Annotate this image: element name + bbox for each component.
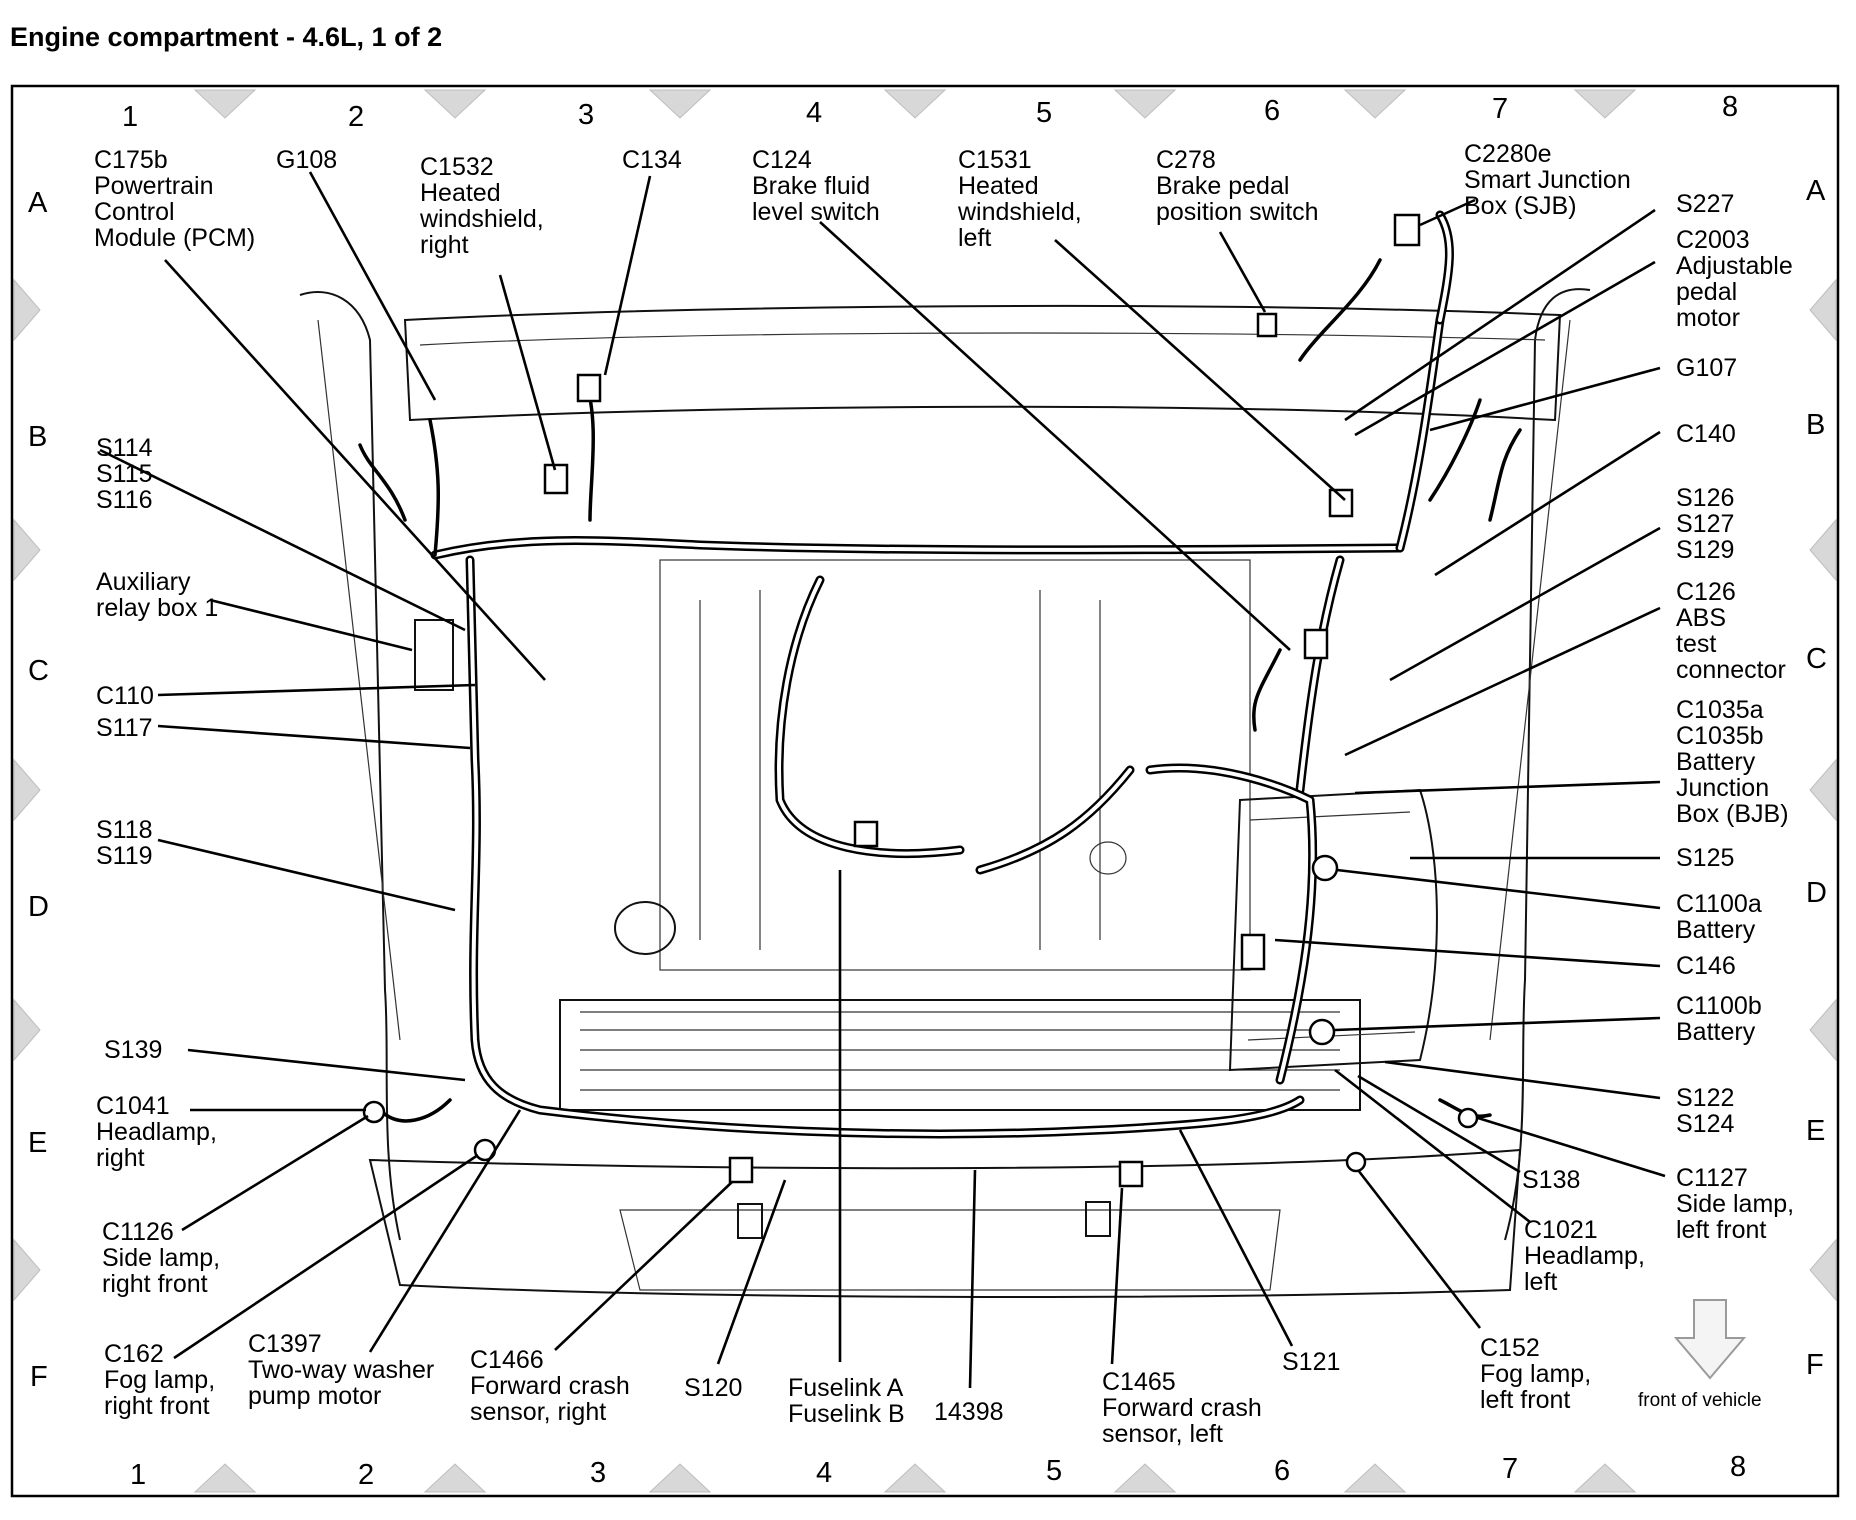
label-c1100b: C1100b Battery	[1676, 992, 1769, 1046]
row-left-D: D	[28, 891, 49, 923]
label-g107: G107	[1676, 354, 1737, 382]
label-s120: S120	[684, 1374, 742, 1402]
label-s125: S125	[1676, 844, 1734, 872]
label-c110: C110	[96, 682, 154, 710]
label-s121: S121	[1282, 1348, 1340, 1376]
front-of-vehicle-arrow-icon	[1673, 1299, 1747, 1380]
row-right-B: B	[1806, 409, 1825, 441]
label-c1532: C1532 Heated windshield, right	[419, 153, 551, 259]
col-bottom-2: 2	[358, 1459, 374, 1491]
col-bottom-7: 7	[1502, 1453, 1518, 1485]
label-s227: S227	[1676, 190, 1734, 218]
col-top-6: 6	[1264, 95, 1280, 127]
row-right-A: A	[1806, 175, 1826, 207]
label-c1466: C1466 Forward crash sensor, right	[470, 1346, 637, 1426]
col-bottom-6: 6	[1274, 1455, 1290, 1487]
label-c1021: C1021 Headlamp, left	[1524, 1216, 1652, 1296]
label-c1035: C1035a C1035b Battery Junction Box (BJB)	[1676, 696, 1789, 828]
label-c1100a: C1100a Battery	[1676, 890, 1769, 944]
label-c1531: C1531 Heated windshield, left	[957, 146, 1089, 252]
label-14398: 14398	[934, 1398, 1004, 1426]
label-c2003: C2003 Adjustable pedal motor	[1676, 226, 1800, 332]
col-top-4: 4	[806, 97, 822, 129]
wiring-harnesses	[358, 210, 1522, 1139]
label-c140: C140	[1676, 420, 1736, 448]
front-of-vehicle-label: front of vehicle	[1638, 1390, 1762, 1411]
label-c146: C146	[1676, 952, 1736, 980]
col-top-7: 7	[1492, 93, 1508, 125]
grid-markers	[13, 89, 1837, 1493]
col-bottom-4: 4	[816, 1457, 832, 1489]
callout-labels: C175b Powertrain Control Module (PCM) G1…	[94, 140, 1801, 1448]
col-bottom-5: 5	[1046, 1455, 1062, 1487]
label-c1465: C1465 Forward crash sensor, left	[1102, 1368, 1269, 1448]
label-c1127: C1127 Side lamp, left front	[1676, 1164, 1801, 1244]
label-c1126: C1126 Side lamp, right front	[102, 1218, 227, 1298]
col-bottom-3: 3	[590, 1457, 606, 1489]
label-s122: S122 S124	[1676, 1084, 1741, 1138]
label-c278: C278 Brake pedal position switch	[1156, 146, 1319, 226]
row-right-D: D	[1806, 877, 1827, 909]
label-c1397: C1397 Two-way washer pump motor	[248, 1330, 441, 1410]
row-right-C: C	[1806, 643, 1827, 675]
label-c134: C134	[622, 146, 682, 174]
row-left-E: E	[28, 1127, 47, 1159]
row-left-B: B	[28, 421, 47, 453]
label-c162: C162 Fog lamp, right front	[104, 1340, 222, 1420]
label-s118: S118 S119	[96, 816, 159, 870]
label-g108: G108	[276, 146, 337, 174]
label-c2280e: C2280e Smart Junction Box (SJB)	[1464, 140, 1638, 220]
col-top-2: 2	[348, 101, 364, 133]
row-left-A: A	[28, 187, 48, 219]
row-right-F: F	[1806, 1349, 1824, 1381]
connector-symbols	[362, 213, 1479, 1188]
col-top-3: 3	[578, 99, 594, 131]
grid-labels: 1 2 3 4 5 6 7 8 1 2 3 4 5 6 7 8 A B C D …	[28, 91, 1827, 1491]
label-s117: S117	[96, 714, 153, 742]
label-c126: C126 ABS test connector	[1676, 578, 1786, 684]
label-fuselink: Fuselink A Fuselink B	[788, 1374, 909, 1428]
label-s126: S126 S127 S129	[1676, 484, 1741, 564]
label-c1041: C1041 Headlamp, right	[96, 1092, 224, 1172]
label-s114: S114 S115 S116	[96, 434, 159, 514]
row-left-F: F	[30, 1361, 48, 1393]
col-top-5: 5	[1036, 97, 1052, 129]
label-c124: C124 Brake fluid level switch	[752, 146, 880, 226]
diagram-frame	[10, 84, 1840, 1498]
label-s138: S138	[1522, 1166, 1580, 1194]
diagram-title: Engine compartment - 4.6L, 1 of 2	[10, 22, 443, 52]
col-top-1: 1	[122, 101, 138, 133]
label-s139: S139	[104, 1036, 162, 1064]
leader-lines	[99, 171, 1666, 1389]
col-top-8: 8	[1722, 91, 1738, 123]
row-right-E: E	[1806, 1115, 1825, 1147]
row-left-C: C	[28, 655, 49, 687]
col-bottom-8: 8	[1730, 1451, 1746, 1483]
col-bottom-1: 1	[130, 1459, 146, 1491]
label-c152: C152 Fog lamp, left front	[1480, 1334, 1598, 1414]
label-c175b: C175b Powertrain Control Module (PCM)	[94, 146, 255, 252]
label-aux: Auxiliary relay box 1	[96, 568, 218, 622]
